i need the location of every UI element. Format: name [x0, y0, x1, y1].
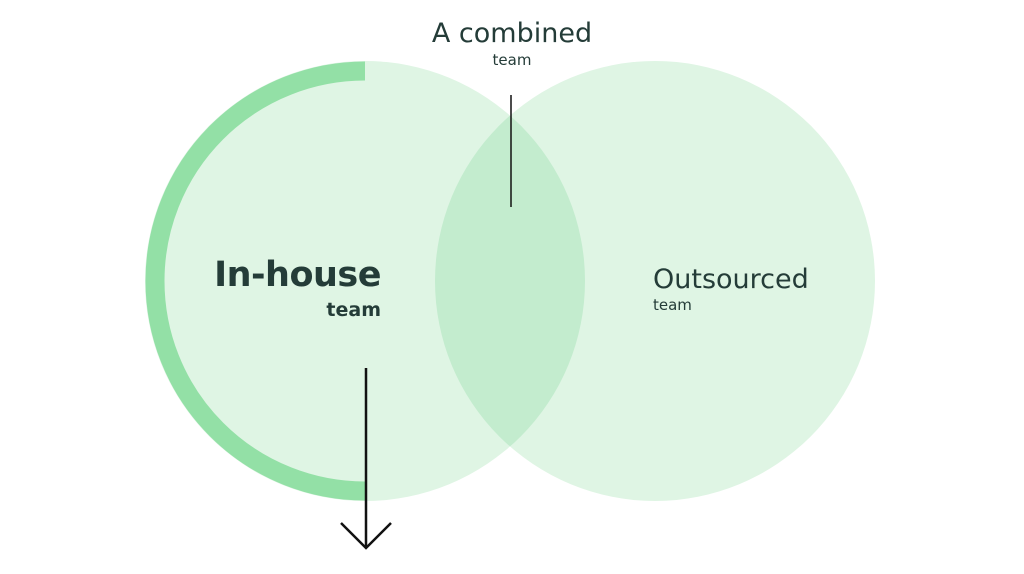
combined-title: A combined: [431, 18, 593, 49]
inhouse-title: In-house: [214, 255, 381, 295]
outsourced-subtitle: team: [653, 296, 692, 314]
combined-subtitle: team: [492, 51, 532, 69]
outsourced-title: Outsourced: [653, 264, 809, 295]
overlap-region: [435, 61, 585, 501]
inhouse-progress-ring: [145, 61, 366, 501]
arrow-head: [340, 522, 392, 550]
inhouse-subtitle: team: [326, 299, 381, 321]
down-arrow: [340, 368, 392, 550]
